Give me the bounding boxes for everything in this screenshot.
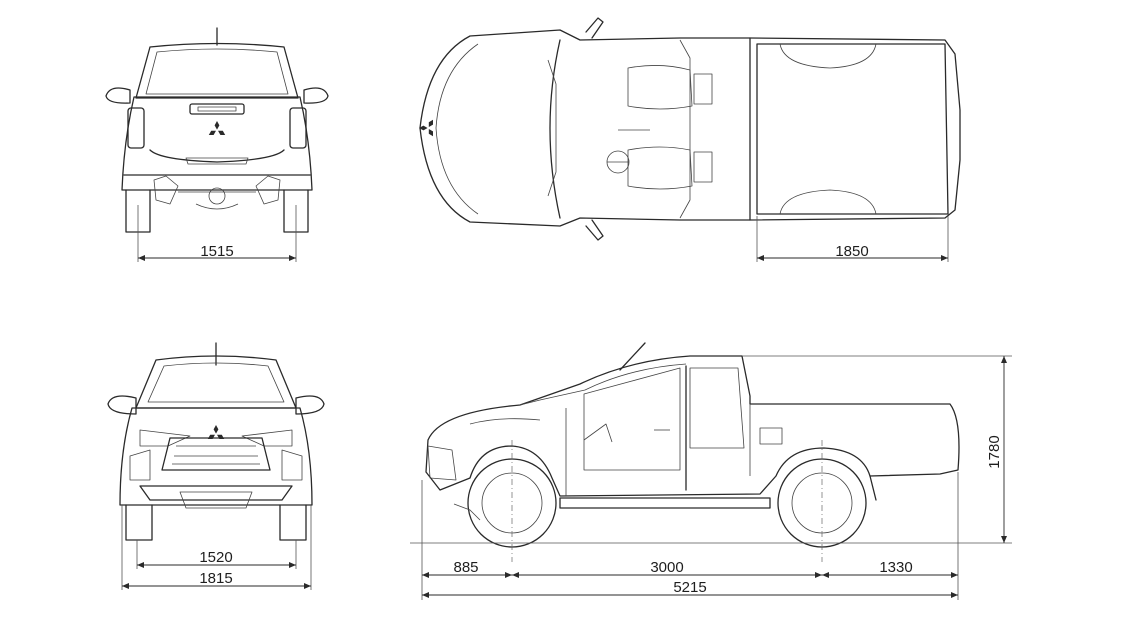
rear-track-dimension: 1515 [137, 205, 297, 262]
rear-track-label: 1515 [200, 243, 233, 260]
front-track-label: 1520 [199, 549, 232, 566]
overall-height-label: 1780 [986, 435, 1003, 468]
overall-width-dimension: 1815 [121, 505, 312, 590]
overall-width-label: 1815 [199, 570, 232, 587]
bed-length-label: 1850 [835, 243, 868, 260]
front-track-dimension: 1520 [136, 540, 297, 569]
overall-length-label: 5215 [673, 579, 706, 596]
length-breakdown-dimension: 885 3000 1330 [421, 472, 959, 600]
overall-length-dimension: 5215 [422, 579, 958, 598]
wheelbase-label: 3000 [650, 559, 683, 576]
side-view [425, 342, 960, 562]
brand-emblem-icon [207, 425, 225, 439]
rear-view [105, 27, 329, 233]
front-view [107, 342, 325, 541]
brand-emblem-icon [208, 121, 226, 135]
front-overhang-label: 885 [453, 559, 478, 576]
overall-height-dimension: 1780 [742, 355, 1012, 543]
bed-length-dimension: 1850 [756, 216, 949, 262]
rear-overhang-label: 1330 [879, 559, 912, 576]
top-view [419, 17, 961, 241]
